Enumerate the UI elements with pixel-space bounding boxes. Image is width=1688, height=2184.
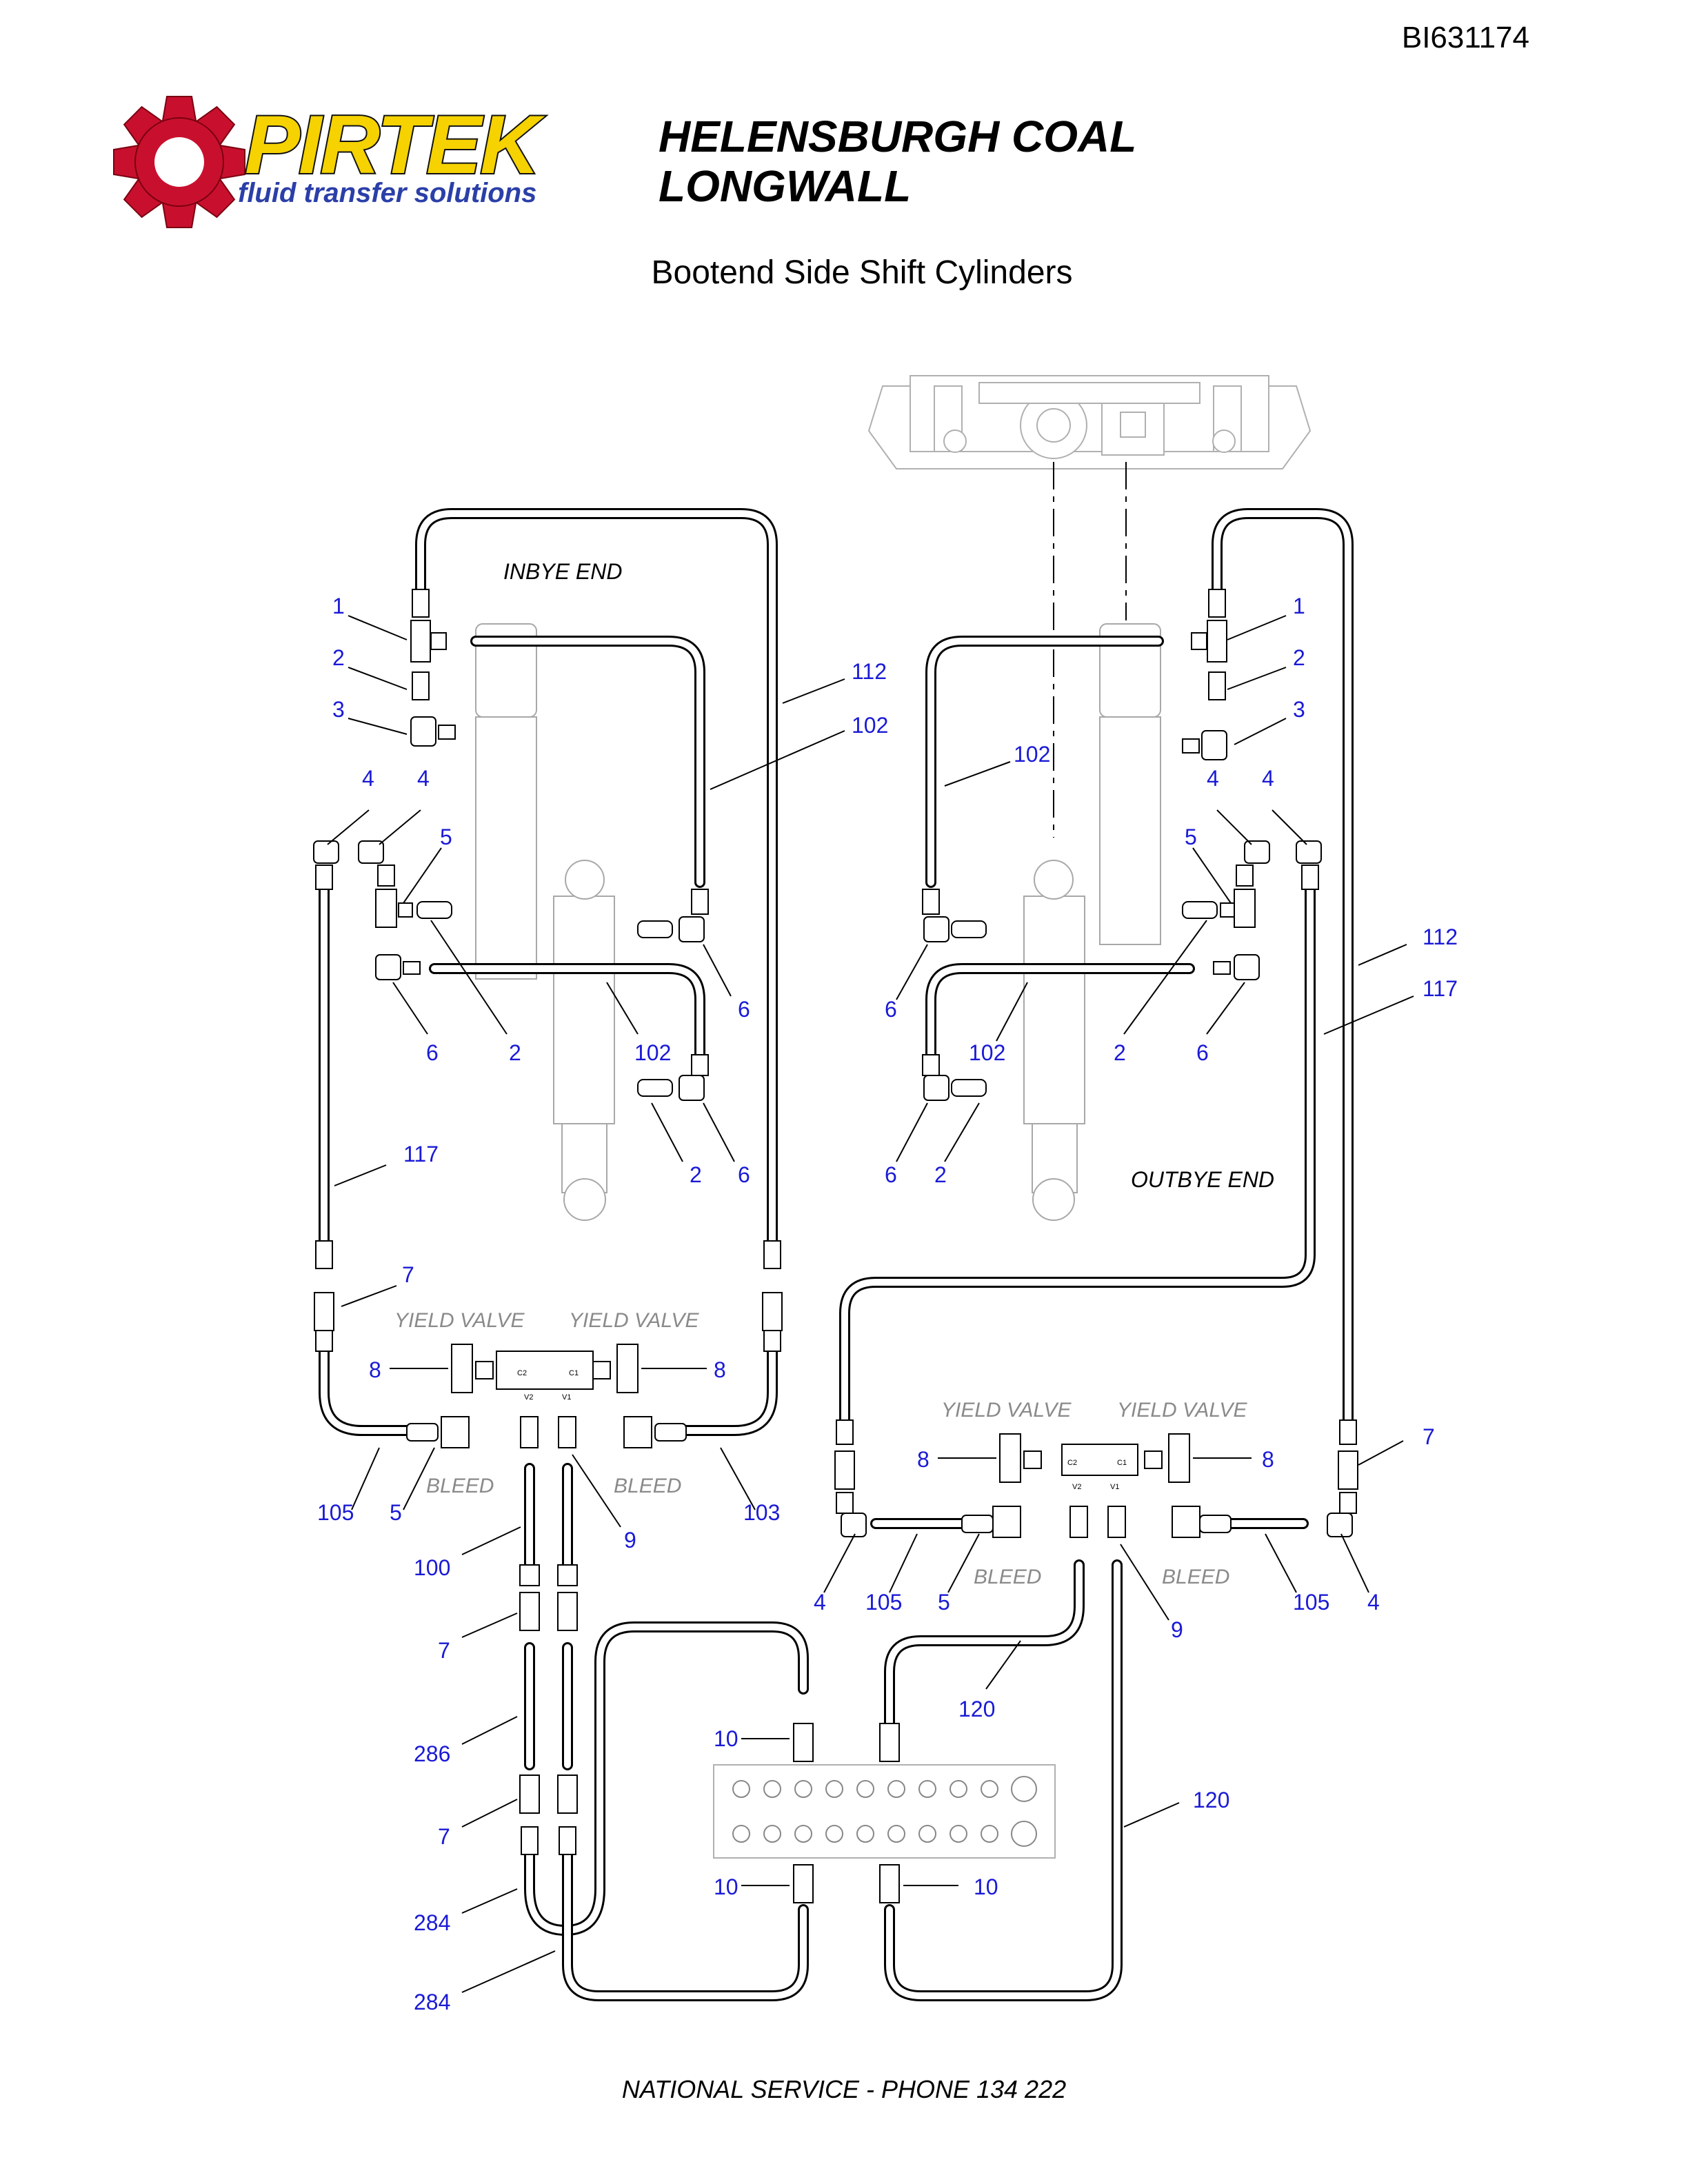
callout: 2 [690, 1162, 702, 1187]
title-line-2: LONGWALL [659, 161, 912, 211]
document-id: BI631174 [1401, 21, 1529, 54]
callout: 8 [917, 1447, 930, 1472]
brand-tagline: fluid transfer solutions [238, 178, 537, 208]
bleed-label: BLEED [426, 1475, 494, 1497]
port-c1-label: C1 [1117, 1459, 1127, 1467]
callout: 7 [438, 1638, 450, 1663]
callout: 5 [390, 1500, 402, 1525]
callout: 5 [440, 825, 452, 849]
callout: 6 [885, 1162, 897, 1187]
callout: 4 [417, 766, 430, 791]
fittings [313, 589, 1358, 1855]
callout: 8 [1262, 1447, 1274, 1472]
callout: 4 [362, 766, 374, 791]
bleed-label: BLEED [614, 1475, 681, 1497]
callout: 10 [974, 1874, 998, 1899]
callout: 6 [885, 997, 897, 1022]
yield-valve-label: YIELD VALVE [394, 1309, 525, 1332]
callout: 10 [714, 1726, 738, 1751]
callout: 2 [1114, 1040, 1126, 1065]
callout: 102 [634, 1040, 671, 1065]
callout: 5 [1185, 825, 1197, 849]
callout: 2 [934, 1162, 947, 1187]
port-c1-label: C1 [569, 1369, 579, 1377]
port-c2-label: C2 [1067, 1459, 1077, 1467]
port-v1-label: V1 [562, 1393, 571, 1402]
callout: 6 [1196, 1040, 1209, 1065]
callout: 8 [714, 1357, 726, 1382]
callout: 105 [865, 1590, 902, 1615]
callout: 117 [1423, 976, 1458, 1001]
callout: 9 [624, 1528, 636, 1553]
callout: 112 [1423, 924, 1458, 949]
port-c2-label: C2 [517, 1369, 527, 1377]
callout: 4 [1207, 766, 1219, 791]
callout: 6 [738, 997, 750, 1022]
callout: 1 [332, 594, 345, 618]
callout: 120 [958, 1697, 995, 1721]
yield-valve-label: YIELD VALVE [569, 1309, 699, 1332]
callout: 7 [402, 1262, 414, 1287]
callout: 2 [1293, 645, 1305, 670]
callout: 8 [369, 1357, 381, 1382]
callout: 102 [1014, 742, 1050, 767]
callout: 112 [852, 659, 887, 684]
logo-gear-icon [113, 96, 245, 228]
callout: 6 [738, 1162, 750, 1187]
yield-valve-label: YIELD VALVE [941, 1399, 1072, 1422]
callout: 1 [1293, 594, 1305, 618]
callout: 10 [714, 1874, 738, 1899]
inbye-cylinder [475, 623, 615, 1221]
callout: 284 [414, 1910, 450, 1935]
outbye-end-label: OUTBYE END [1131, 1167, 1274, 1192]
callout: 3 [1293, 697, 1305, 722]
callout: 103 [743, 1500, 780, 1525]
outbye-cylinder [1023, 623, 1161, 1221]
callout: 117 [403, 1142, 439, 1166]
footer-service-phone: NATIONAL SERVICE - PHONE 134 222 [621, 2075, 1067, 2103]
valve-labels: YIELD VALVE YIELD VALVE BLEED BLEED YIEL… [394, 1309, 1247, 1588]
callout: 100 [414, 1555, 450, 1580]
port-v2-label: V2 [1072, 1483, 1081, 1491]
callout: 9 [1171, 1617, 1183, 1642]
callout: 4 [814, 1590, 826, 1615]
page-subtitle: Bootend Side Shift Cylinders [651, 254, 1073, 291]
inbye-hoses [319, 508, 809, 2001]
inbye-end-label: INBYE END [503, 559, 622, 584]
callout: 284 [414, 1990, 450, 2014]
manifold-block [713, 1723, 1056, 1903]
callout: 102 [852, 713, 888, 738]
bleed-label: BLEED [974, 1566, 1041, 1588]
outbye-hoses [839, 508, 1354, 2001]
callout: 4 [1262, 766, 1274, 791]
port-v1-label: V1 [1110, 1483, 1119, 1491]
bleed-label: BLEED [1162, 1566, 1229, 1588]
callout: 102 [969, 1040, 1005, 1065]
callout: 3 [332, 697, 345, 722]
zone-labels: INBYE END OUTBYE END [503, 559, 1274, 1192]
leader-lines [327, 615, 1414, 1993]
outbye-callouts: 1 2 3 102 4 4 5 112 117 6 102 2 6 6 2 7 … [814, 594, 1458, 1899]
callout: 5 [938, 1590, 950, 1615]
callout: 6 [426, 1040, 439, 1065]
callout: 7 [438, 1824, 450, 1849]
inbye-callouts: 1 2 3 4 4 5 112 102 6 6 2 102 117 2 6 7 … [317, 594, 888, 2014]
callout: 4 [1367, 1590, 1380, 1615]
callout: 2 [509, 1040, 521, 1065]
brand-wordmark: PIRTEK [243, 99, 541, 191]
callout: 2 [332, 645, 345, 670]
title-line-1: HELENSBURGH COAL [659, 112, 1137, 161]
yield-valve-label: YIELD VALVE [1117, 1399, 1247, 1422]
callout: 105 [317, 1500, 354, 1525]
bootend-machine [867, 375, 1312, 469]
callout: 7 [1423, 1424, 1435, 1449]
callout: 286 [414, 1741, 450, 1766]
port-v2-label: V2 [524, 1393, 533, 1402]
callout: 120 [1193, 1788, 1229, 1812]
callout: 105 [1293, 1590, 1329, 1615]
